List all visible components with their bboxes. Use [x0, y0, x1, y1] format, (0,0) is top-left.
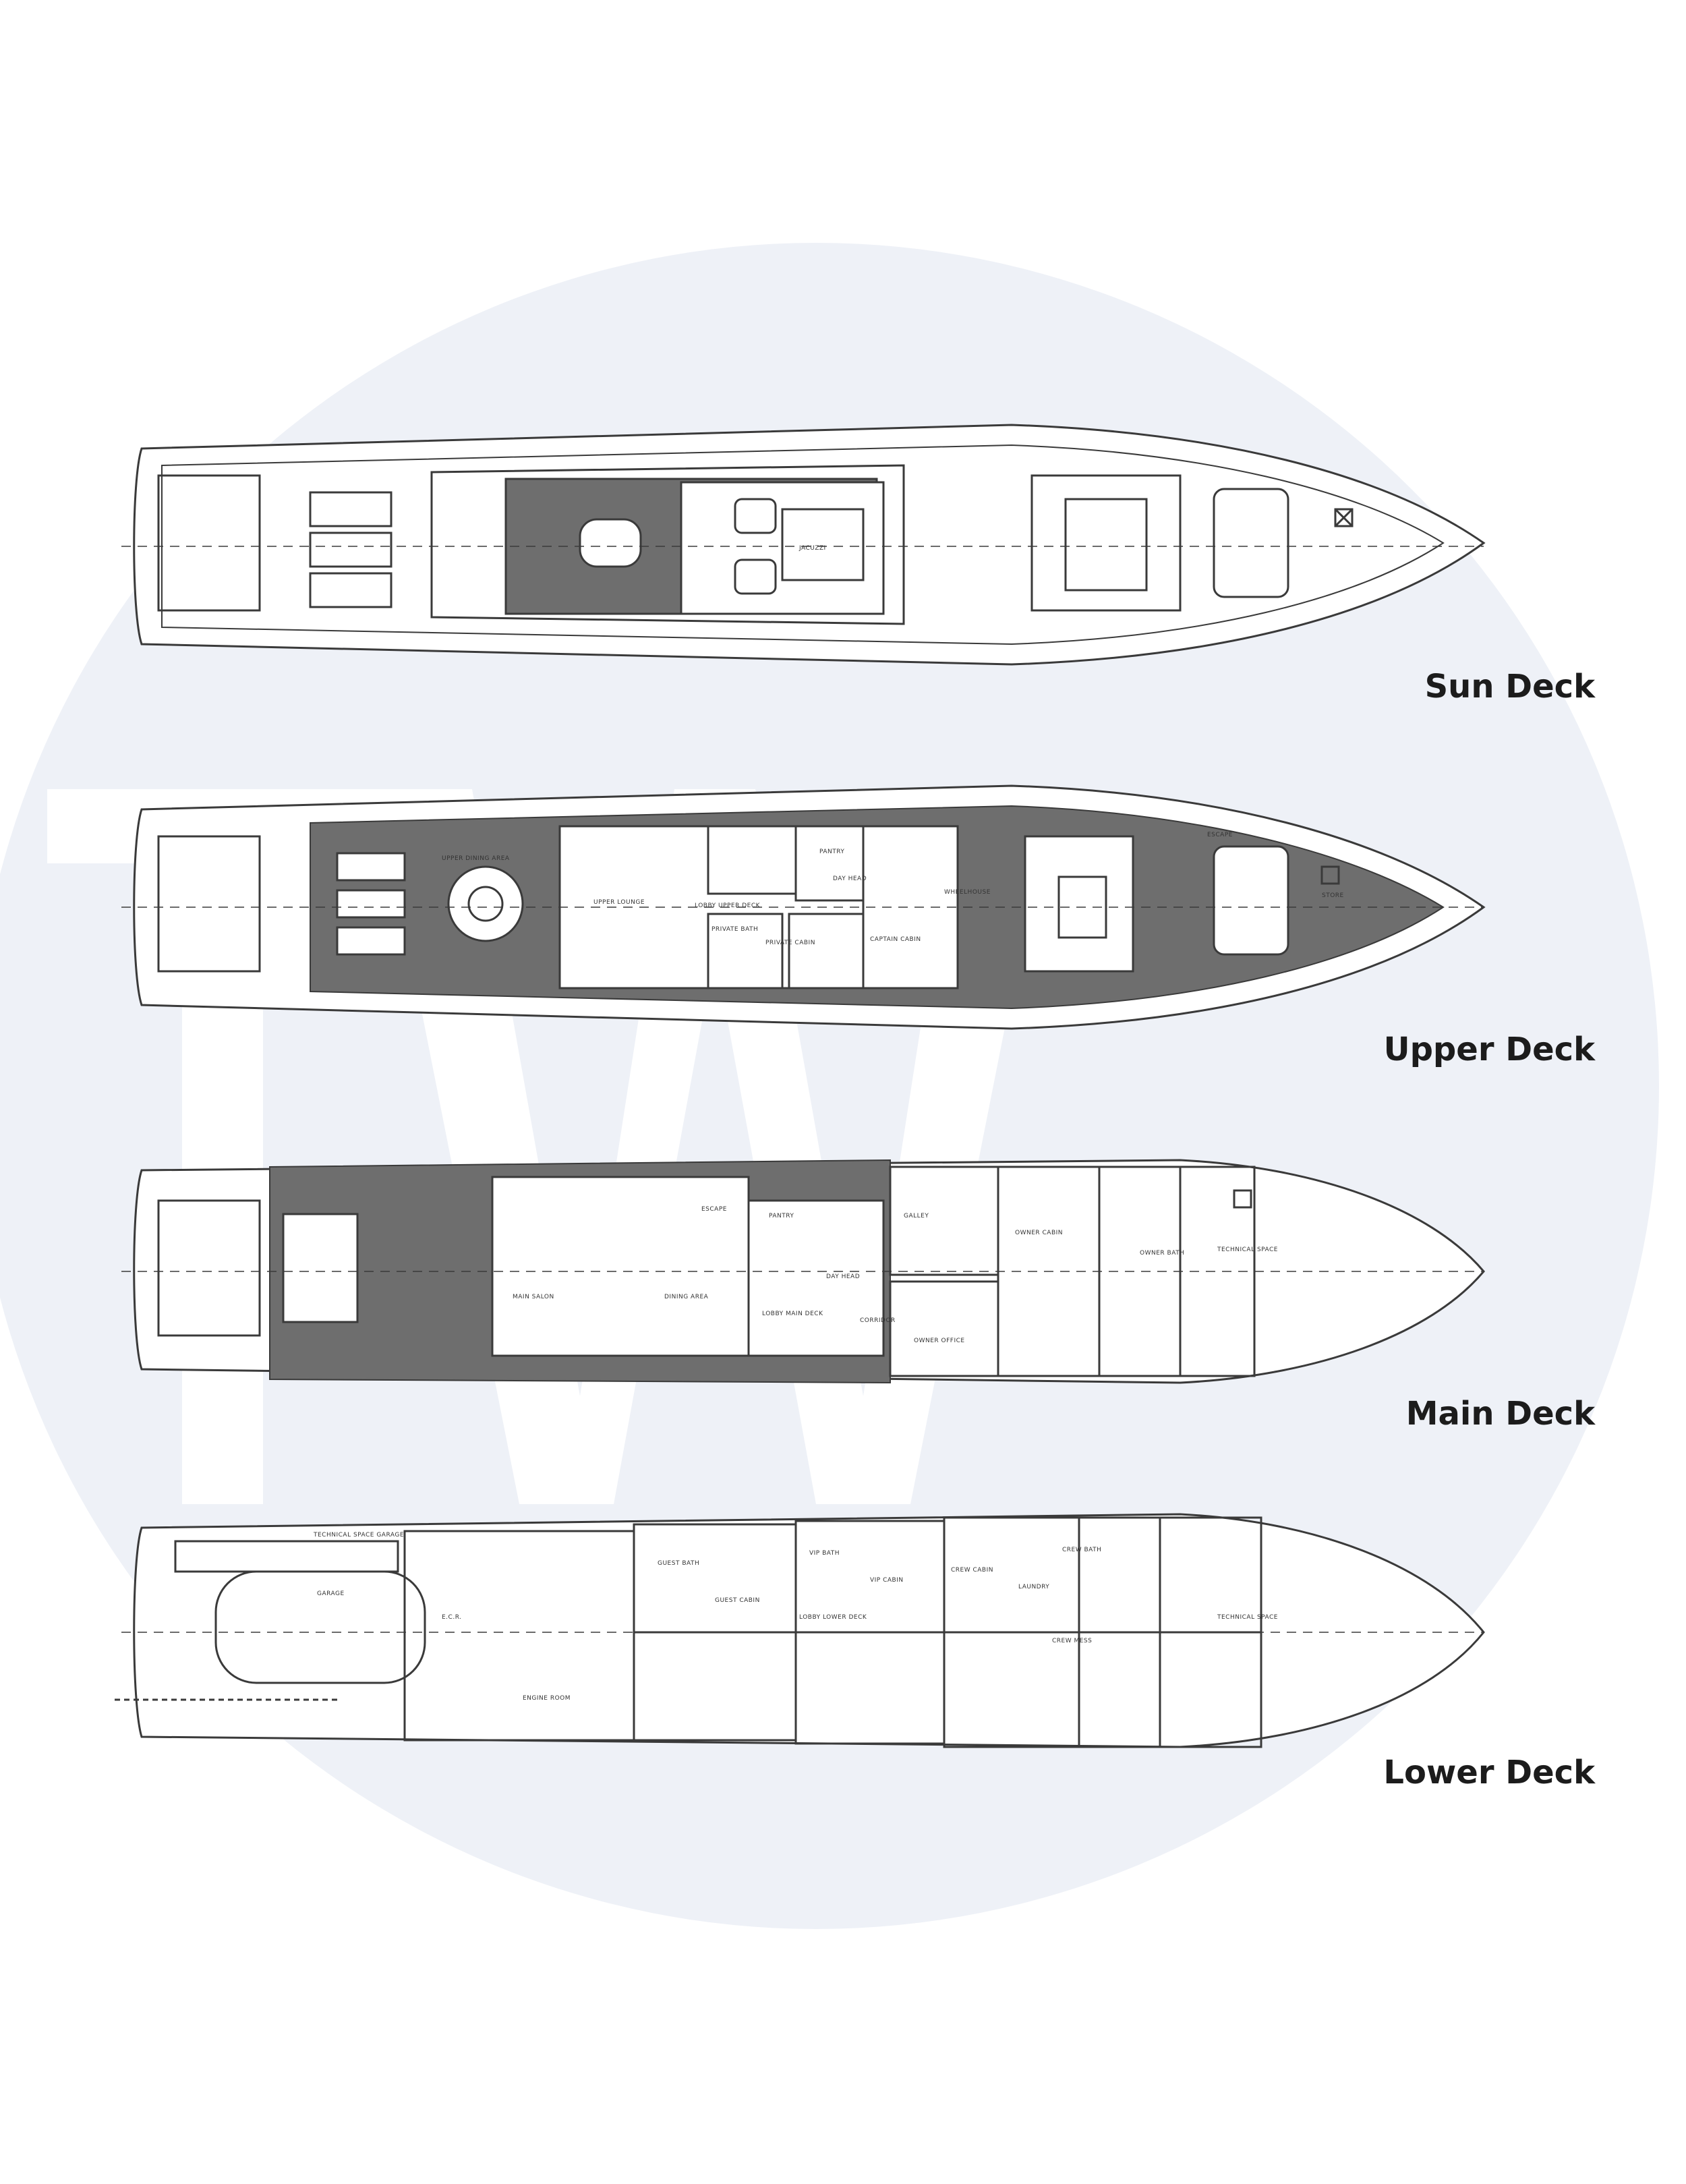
room-label-upper-dining: UPPER DINING AREA: [442, 855, 510, 862]
main-deck-plan: [121, 1159, 1485, 1384]
room-label-private-bath: PRIVATE BATH: [711, 926, 758, 933]
room-label-laundry: LAUNDRY: [1018, 1584, 1049, 1590]
room-label-vip-bath: VIP BATH: [809, 1550, 840, 1557]
room-label-technical-garage: TECHNICAL SPACE GARAGE: [313, 1532, 404, 1539]
room-label-wheelhouse: WHEELHOUSE: [944, 889, 991, 896]
room-label-vip-cabin: VIP CABIN: [870, 1577, 904, 1584]
room-label-private-cabin: PRIVATE CABIN: [765, 940, 815, 946]
upper-deck-room-labels: UPPER DINING AREA UPPER LOUNGE LOBBY UPP…: [442, 832, 1344, 946]
lower-deck-room-labels: TECHNICAL SPACE GARAGE GARAGE E.C.R. ENG…: [313, 1532, 1278, 1702]
room-label-corridor: CORRIDOR: [860, 1317, 896, 1324]
room-label-jacuzzi: JACUZZI: [798, 545, 826, 552]
sun-deck-plan: [121, 424, 1486, 666]
room-label-crew-mess: CREW MESS: [1052, 1638, 1092, 1644]
room-label-technical-lower: TECHNICAL SPACE: [1217, 1614, 1278, 1621]
room-label-day-head-main: DAY HEAD: [826, 1273, 860, 1280]
watermark-circle: [0, 243, 1659, 1929]
room-label-garage: GARAGE: [317, 1590, 345, 1597]
room-label-owner-office: OWNER OFFICE: [914, 1338, 965, 1344]
room-label-crew-bath: CREW BATH: [1062, 1547, 1101, 1553]
deck-label-lower: Lower Deck: [1383, 1754, 1595, 1791]
room-label-escape-main: ESCAPE: [701, 1206, 727, 1213]
main-deck-room-labels: MAIN SALON DINING AREA ESCAPE PANTRY GAL…: [513, 1206, 1278, 1344]
room-label-engine-room: ENGINE ROOM: [523, 1695, 571, 1702]
room-label-store: STORE: [1322, 892, 1344, 899]
room-label-pantry-main: PANTRY: [769, 1213, 794, 1219]
room-label-dining-area: DINING AREA: [664, 1294, 709, 1300]
room-label-crew-cabin: CREW CABIN: [951, 1567, 993, 1574]
upper-deck-plan: [121, 784, 1486, 1030]
room-label-pantry: PANTRY: [819, 849, 844, 855]
room-label-technical-main: TECHNICAL SPACE: [1217, 1246, 1278, 1253]
room-label-galley: GALLEY: [904, 1213, 929, 1219]
room-label-day-head: DAY HEAD: [833, 875, 867, 882]
room-label-captain-cabin: CAPTAIN CABIN: [870, 936, 921, 943]
room-label-guest-cabin: GUEST CABIN: [715, 1597, 760, 1604]
room-label-lobby-lower: LOBBY LOWER DECK: [799, 1614, 867, 1621]
room-label-lobby-main: LOBBY MAIN DECK: [762, 1311, 823, 1317]
room-label-main-salon: MAIN SALON: [513, 1294, 554, 1300]
deck-label-main: Main Deck: [1405, 1395, 1595, 1433]
lower-deck-plan: [115, 1513, 1485, 1748]
room-label-escape: ESCAPE: [1207, 832, 1233, 838]
room-label-owner-cabin: OWNER CABIN: [1015, 1230, 1063, 1236]
deck-label-upper: Upper Deck: [1383, 1031, 1595, 1068]
deck-label-sun: Sun Deck: [1424, 668, 1595, 706]
room-label-upper-lounge: UPPER LOUNGE: [593, 899, 645, 906]
room-label-lobby-upper: LOBBY UPPER DECK: [695, 902, 761, 909]
room-label-guest-bath: GUEST BATH: [658, 1560, 699, 1567]
room-label-ecr: E.C.R.: [442, 1614, 462, 1621]
room-label-owner-bath: OWNER BATH: [1140, 1250, 1184, 1257]
